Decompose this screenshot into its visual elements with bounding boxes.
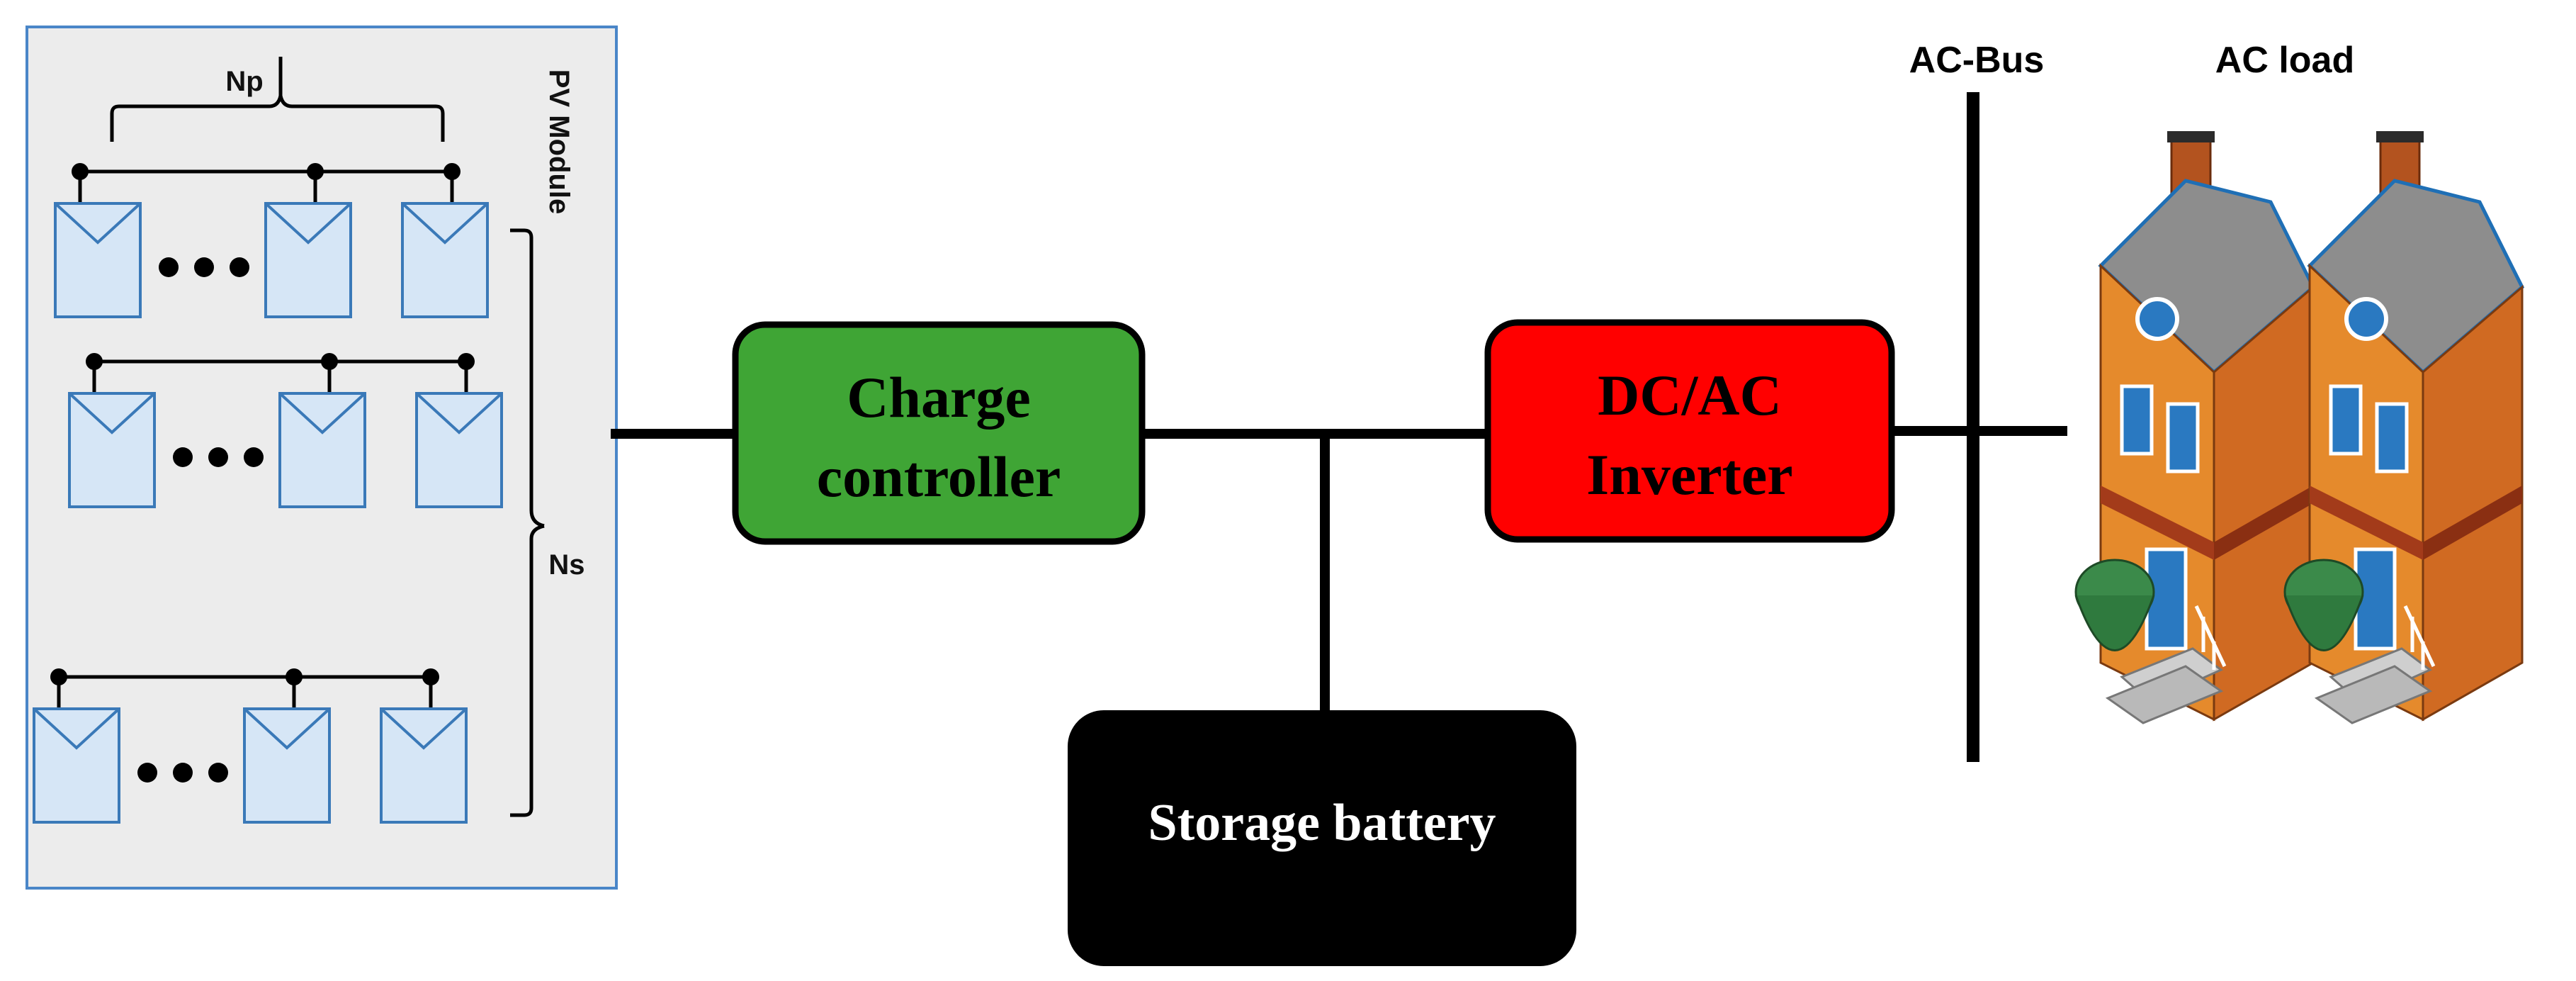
pv-panel-icon xyxy=(54,202,142,318)
pv-panel-icon xyxy=(401,202,489,318)
ns-label: Ns xyxy=(548,549,584,581)
pv-panel-icon xyxy=(415,392,503,508)
pv-row xyxy=(54,163,489,318)
charge-controller-label-line2: controller xyxy=(817,444,1061,509)
wires xyxy=(611,92,2067,762)
pv-ellipsis xyxy=(173,447,264,467)
pv-panel-icon xyxy=(278,392,366,508)
ac-bus-label: AC-Bus xyxy=(1909,40,2045,81)
pv-panel-icon xyxy=(380,707,468,824)
inverter-label-line2: Inverter xyxy=(1586,442,1792,507)
pv-panel-icon xyxy=(264,202,352,318)
np-label: Np xyxy=(225,66,263,97)
pv-panel-icon xyxy=(33,707,120,824)
ns-brace xyxy=(510,228,545,817)
pv-module-title: PV Module xyxy=(543,69,575,214)
pv-panel-rows xyxy=(33,163,503,824)
pv-ellipsis xyxy=(137,763,228,783)
inverter-label-line1: DC/AC xyxy=(1598,363,1782,427)
pv-row xyxy=(33,668,468,824)
pv-panel-icon xyxy=(68,392,156,508)
pv-ellipsis xyxy=(159,257,249,277)
charge-controller-box xyxy=(732,321,1146,545)
charge-controller-label-line1: Charge xyxy=(847,365,1031,430)
pv-row xyxy=(68,353,503,508)
pv-panel-icon xyxy=(243,707,331,824)
ac-load-houses xyxy=(2074,131,2525,724)
storage-battery-box xyxy=(1068,710,1576,966)
np-brace xyxy=(110,57,445,142)
ac-load-label: AC load xyxy=(2215,40,2354,81)
house-icon xyxy=(2283,131,2525,724)
inverter-box xyxy=(1484,319,1895,543)
storage-battery-label: Storage battery xyxy=(1148,794,1496,852)
house-icon xyxy=(2074,131,2316,724)
